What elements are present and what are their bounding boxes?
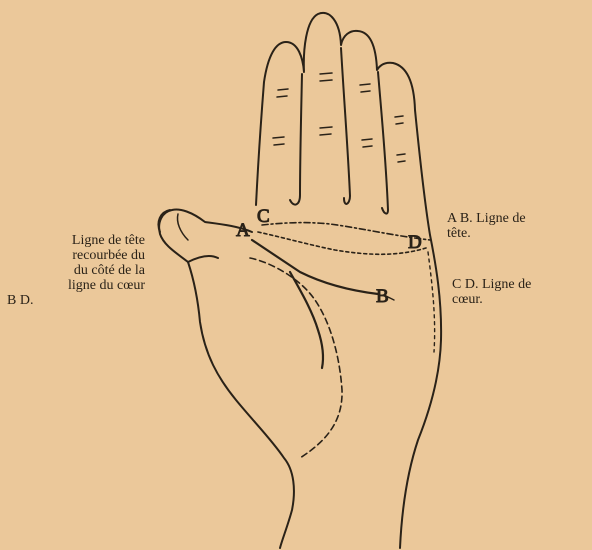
- finger-gap-2: [341, 48, 350, 204]
- caption-left-line: du côté de la: [7, 263, 145, 278]
- caption-ab-line: tête.: [447, 226, 526, 241]
- caption-cd-line: C D. Ligne de: [452, 277, 531, 292]
- heart-line-cd: [262, 223, 430, 240]
- letter-d: D: [408, 232, 422, 253]
- caption-left-line: ligne du cœur: [7, 278, 145, 293]
- caption-cd-line: cœur.: [452, 292, 531, 307]
- caption-head-line-ab: A B. Ligne de tête.: [447, 211, 526, 241]
- life-line: [290, 272, 323, 368]
- caption-left-line: B D.: [7, 293, 145, 308]
- letter-a: A: [236, 220, 250, 241]
- caption-heart-line-cd: C D. Ligne de cœur.: [452, 277, 531, 307]
- letter-c: C: [257, 206, 270, 227]
- percussion-dotted: [428, 252, 435, 352]
- finger-gap-3: [378, 72, 388, 214]
- caption-recurved-head-line: Ligne de tête recourbée du du côté de la…: [7, 233, 145, 308]
- hand-outline: [256, 13, 441, 548]
- letter-b: B: [376, 286, 389, 307]
- caption-ab-line: A B. Ligne de: [447, 211, 526, 226]
- dashed-palm-line: [250, 258, 342, 458]
- recurved-head-line: [252, 240, 378, 294]
- finger-gap-1: [290, 74, 302, 205]
- caption-left-line: recourbée du: [7, 248, 145, 263]
- caption-left-line: Ligne de tête: [7, 233, 145, 248]
- thumb-crease: [188, 256, 218, 262]
- thumb-nail: [177, 214, 188, 240]
- thumb-outline: [159, 210, 294, 549]
